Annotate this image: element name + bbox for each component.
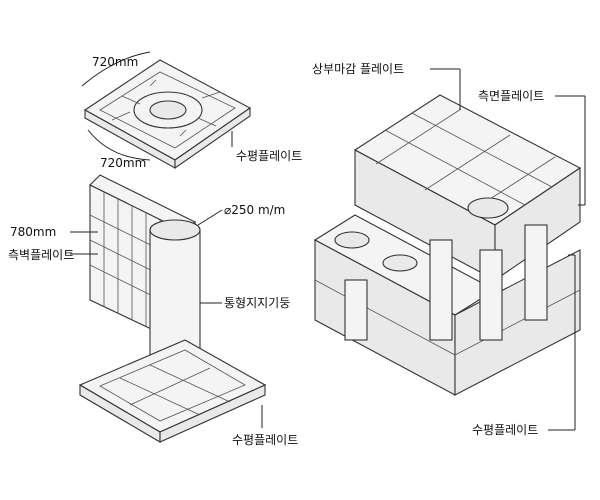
bottom-plate-label: 수평플레이트 xyxy=(232,433,299,447)
column-label: 통형지지기둥 xyxy=(224,296,291,310)
diameter-label: ⌀250 m/m xyxy=(224,203,286,217)
top-horizontal-plate xyxy=(81,51,252,170)
assembled-block xyxy=(313,94,582,396)
cap-plate-label: 상부마감 플레이트 xyxy=(312,62,405,76)
top-width-label: 720mm xyxy=(92,55,139,69)
top-depth-label: 720mm xyxy=(100,156,147,170)
assembly-plate-label: 수평플레이트 xyxy=(472,423,539,437)
face-plate-label: 측면플레이트 xyxy=(478,89,545,103)
top-plate-label: 수평플레이트 xyxy=(236,149,303,163)
bottom-horizontal-plate xyxy=(78,339,267,443)
side-plate-label: 측벽플레이트 xyxy=(8,248,75,262)
side-height-label: 780mm xyxy=(10,225,57,239)
